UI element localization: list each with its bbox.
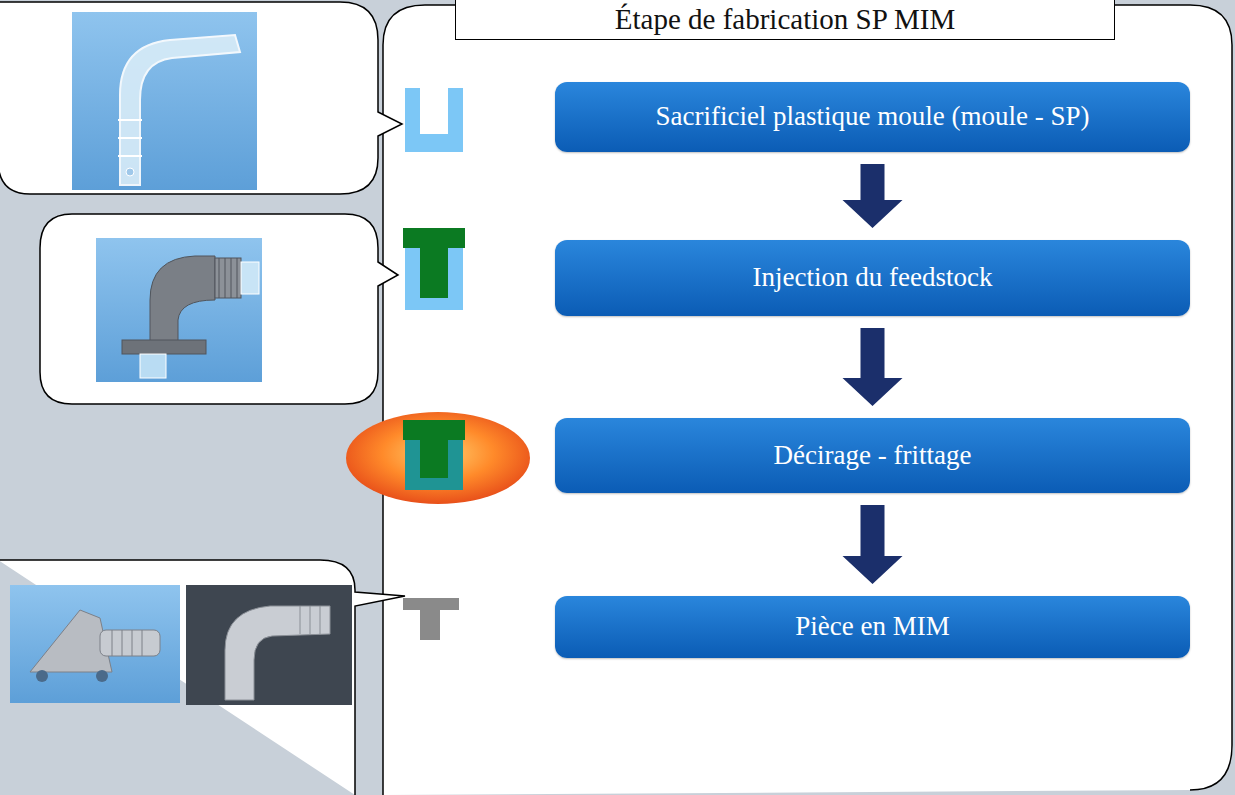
injection-icon [403, 228, 465, 310]
mim-part-icon [403, 598, 459, 640]
photo-sacrificial-mould [72, 12, 257, 190]
flow-arrow [843, 164, 903, 228]
callout-bubble [0, 560, 405, 795]
process-box: Décirage - frittage [555, 418, 1190, 493]
process-box: Pièce en MIM [555, 596, 1190, 658]
process-box: Sacrificiel plastique moule (moule - SP) [555, 82, 1190, 152]
step-label: Décirage - frittage [774, 440, 972, 471]
main-panel [383, 5, 1232, 795]
callout-bubble [40, 214, 398, 404]
process-box: Injection du feedstock [555, 240, 1190, 316]
step-label: Sacrificiel plastique moule (moule - SP) [655, 101, 1089, 132]
step-label: Injection du feedstock [753, 262, 993, 293]
callout-bubble [0, 2, 402, 194]
flow-arrow [843, 328, 903, 406]
sintering-icon [346, 412, 530, 504]
photo-injected-part [96, 238, 262, 382]
diagram-title: Étape de fabrication SP MIM [615, 3, 955, 36]
photo-mim-parts [10, 585, 352, 705]
flow-arrow [843, 505, 903, 584]
mould-icon [405, 88, 463, 152]
title-box: Étape de fabrication SP MIM [455, 0, 1115, 40]
step-label: Pièce en MIM [795, 611, 949, 642]
